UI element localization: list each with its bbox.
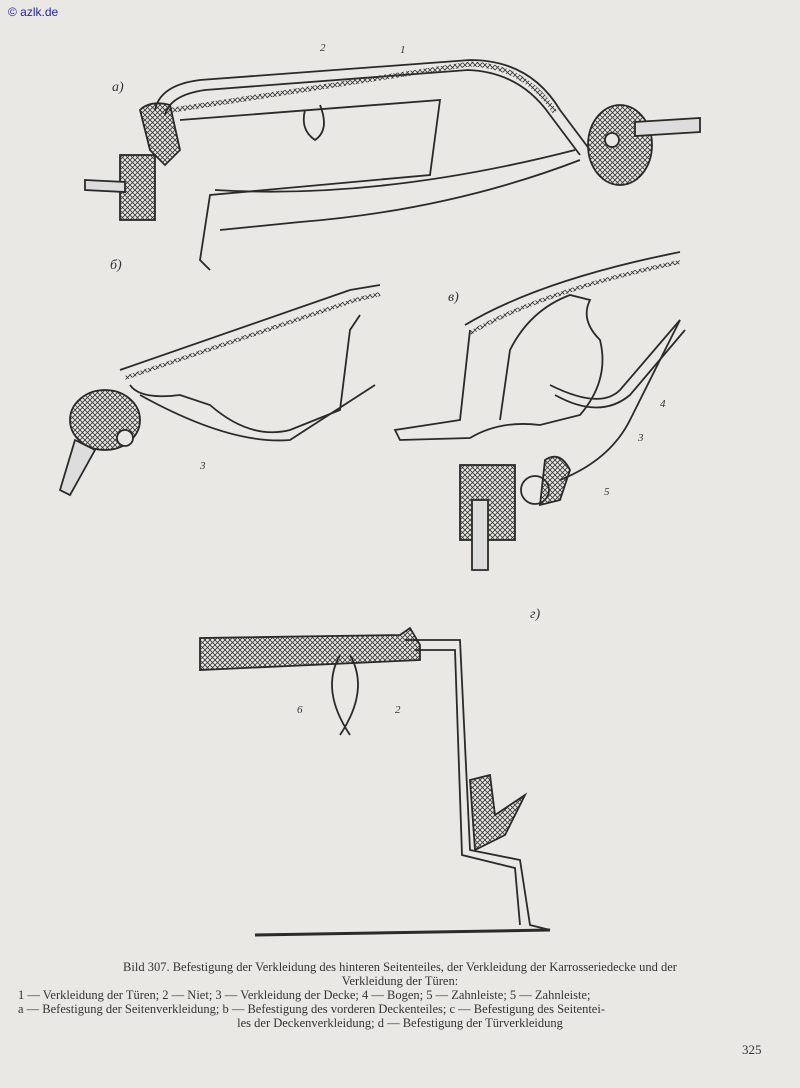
caption-legend-line2: a — Befestigung der Seitenverkleidung; b… — [18, 1002, 605, 1016]
figure-label-d: г) — [530, 607, 541, 622]
callout-d-2: 2 — [395, 704, 401, 716]
figure-d — [199, 626, 551, 937]
caption-title-line1: Bild 307. Befestigung der Verkleidung de… — [123, 960, 677, 974]
callout-c-3: 3 — [638, 432, 644, 444]
callout-c-5: 5 — [604, 486, 610, 498]
page-number: 325 — [742, 1042, 762, 1057]
figure-c — [393, 251, 686, 571]
callout-a-1: 1 — [400, 44, 406, 56]
figure-label-a: a) — [112, 80, 124, 95]
callout-b-3: 3 — [200, 460, 206, 472]
figure-label-c: в) — [448, 290, 459, 305]
technical-drawing — [58, 59, 701, 937]
callout-a-2: 2 — [320, 42, 326, 54]
figure-label-b: б) — [110, 258, 122, 273]
callout-c-4: 4 — [660, 398, 666, 410]
callout-d-6: 6 — [297, 704, 303, 716]
caption-title-line2: Verkleidung der Türen: — [341, 974, 459, 988]
figure-caption: Bild 307. Befestigung der Verkleidung de… — [14, 960, 786, 1030]
watermark: © azlk.de — [8, 5, 59, 19]
figure-b — [58, 284, 381, 497]
caption-legend-line1: 1 — Verkleidung der Türen; 2 — Niet; 3 —… — [18, 988, 591, 1002]
figure-a — [84, 59, 701, 271]
caption-legend-line3: les der Deckenverkleidung; d — Befestigu… — [237, 1016, 563, 1030]
